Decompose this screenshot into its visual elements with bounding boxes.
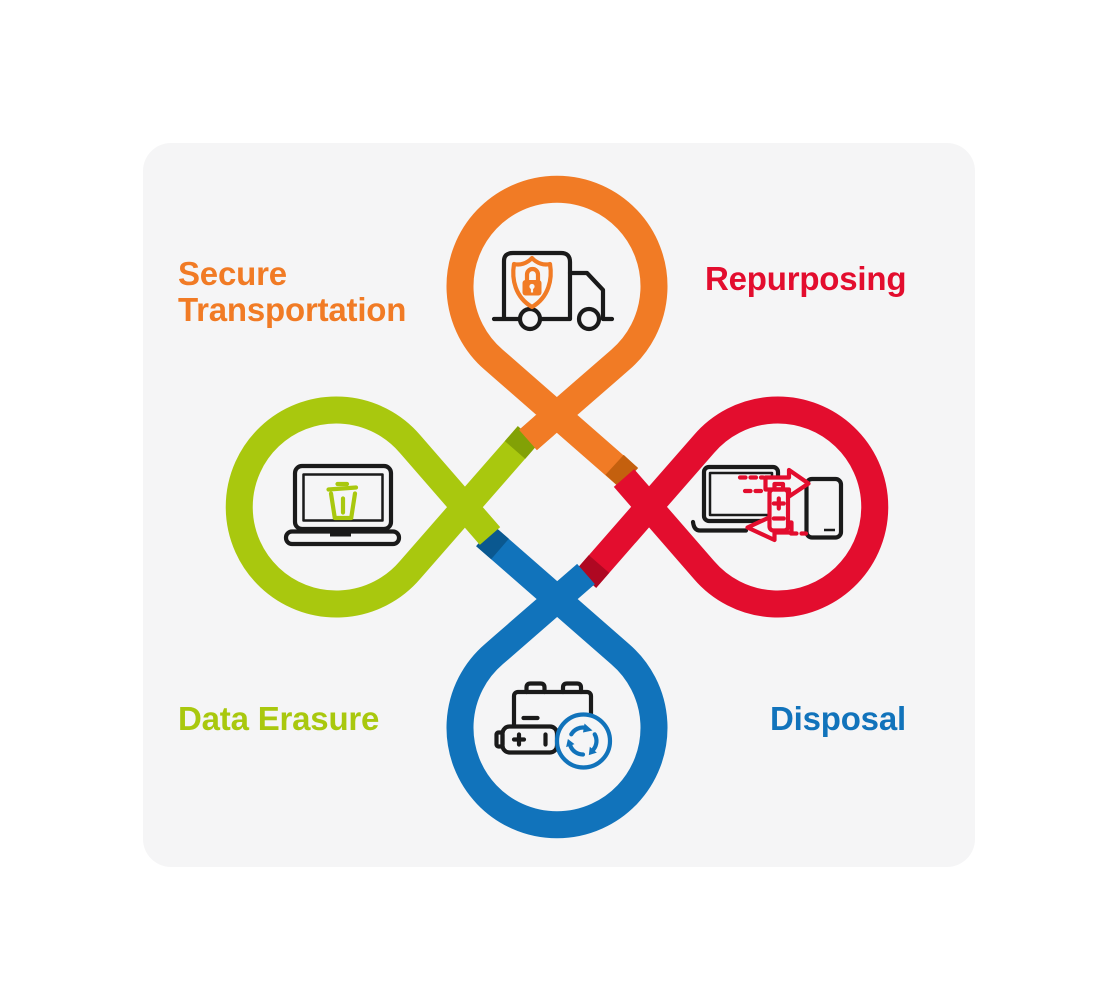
secure-transport-truck-icon bbox=[491, 250, 615, 332]
battery-recycle-icon bbox=[494, 681, 613, 770]
label-secure-transportation: Secure Transportation bbox=[178, 256, 406, 328]
label-secure-transportation-line1: Secure bbox=[178, 255, 287, 292]
laptop-trash-icon bbox=[283, 463, 402, 547]
ribbon-disposal bbox=[446, 525, 668, 839]
label-secure-transportation-line2: Transportation bbox=[178, 291, 407, 328]
label-disposal: Disposal bbox=[770, 700, 906, 737]
ribbon-secure-transportation bbox=[446, 175, 668, 489]
label-data-erasure: Data Erasure bbox=[178, 700, 380, 737]
ribbon-secure-transportation-overlap bbox=[519, 414, 554, 451]
label-repurposing: Repurposing bbox=[705, 260, 907, 297]
device-transfer-icon bbox=[690, 464, 844, 543]
